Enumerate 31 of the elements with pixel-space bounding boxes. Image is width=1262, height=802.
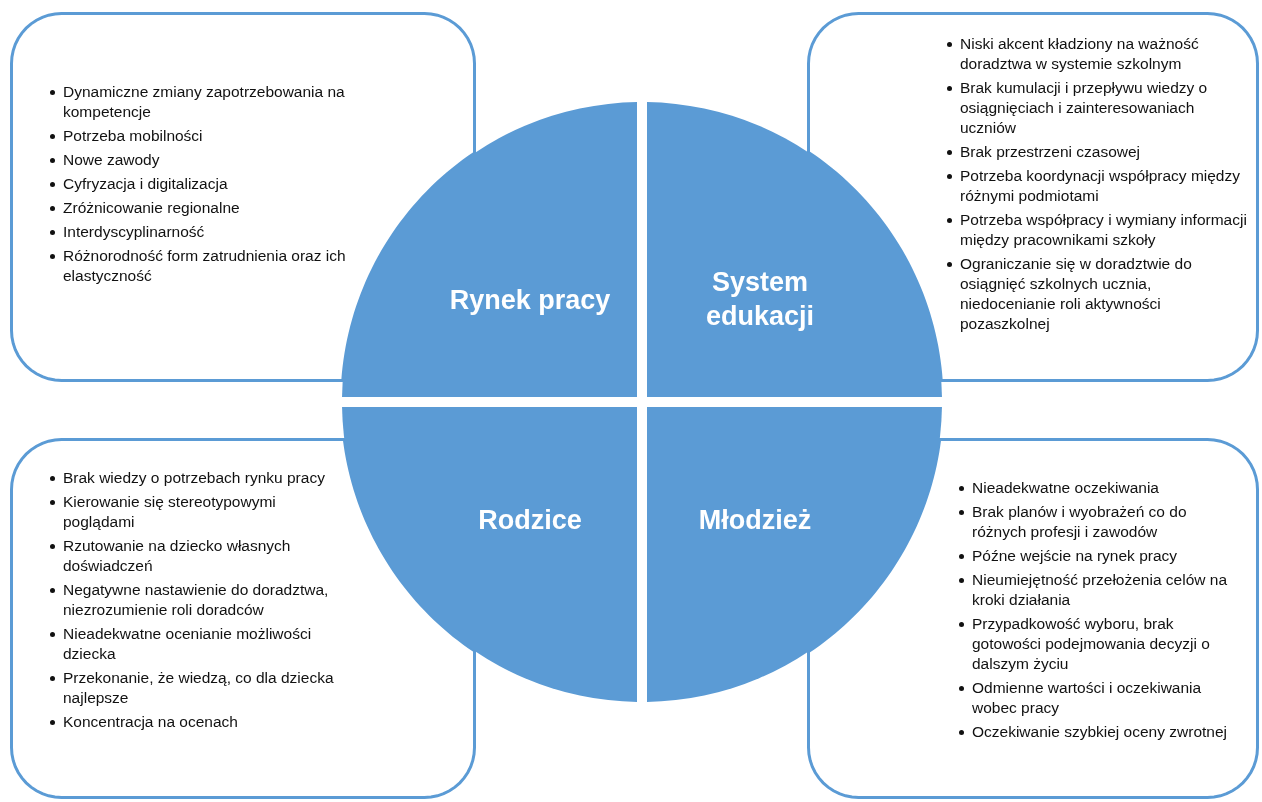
bullet-item: Rzutowanie na dziecko własnych doświadczeń [48,536,348,576]
segment-heading: System edukacji [704,266,816,333]
bullet-item: Dynamiczne zmiany zapotrzebowania na kompetencje [48,82,348,122]
bullet-item: Potrzeba współpracy i wymiany informacji między pracownikami szkoły [945,210,1250,250]
bullet-item: Oczekiwanie szybkiej oceny zwrotnej [957,722,1242,742]
bullet-item: Brak przestrzeni czasowej [945,142,1250,162]
segment-heading: Rynek pracy [448,284,612,317]
bullet-item: Późne wejście na rynek pracy [957,546,1242,566]
bullet-item: Przypadkowość wyboru, brak gotowości podejmowania decyzji o dalszym życiu [957,614,1242,674]
bullet-item: Niski akcent kładziony na ważność doradztwa w systemie szkolnym [945,34,1250,74]
bullet-item: Interdyscyplinarność [48,222,348,242]
segment-heading: Rodzice [477,504,583,537]
bullet-item: Potrzeba koordynacji współpracy między różnymi podmiotami [945,166,1250,206]
bullet-item: Nieadekwatne ocenianie możliwości dziecka [48,624,348,664]
bullet-item: Kierowanie się stereotypowymi poglądami [48,492,348,532]
bullet-item: Zróżnicowanie regionalne [48,198,348,218]
bullet-item: Nowe zawody [48,150,348,170]
bullet-item: Ograniczanie się w doradztwie do osiągnięć szkolnych ucznia, niedocenianie roli aktywności pozaszkolnej [945,254,1250,334]
bullet-item: Nieadekwatne oczekiwania [957,478,1242,498]
bullet-item: Brak kumulacji i przepływu wiedzy o osiągnięciach i zainteresowaniach uczniów [945,78,1250,138]
bullet-item: Przekonanie, że wiedzą, co dla dziecka najlepsze [48,668,348,708]
segment-heading: Młodzież [697,504,813,537]
bullet-item: Odmienne wartości i oczekiwania wobec pracy [957,678,1242,718]
bullet-item: Nieumiejętność przełożenia celów na kroki działania [957,570,1242,610]
bullet-item: Potrzeba mobilności [48,126,348,146]
bullet-item: Brak planów i wyobrażeń co do różnych profesji i zawodów [957,502,1242,542]
bullet-item: Różnorodność form zatrudnienia oraz ich elastyczność [48,246,348,286]
bullet-item: Negatywne nastawienie do doradztwa, niezrozumienie roli doradców [48,580,348,620]
bullet-item: Brak wiedzy o potrzebach rynku pracy [48,468,348,488]
bullet-item: Cyfryzacja i digitalizacja [48,174,348,194]
bullet-item: Koncentracja na ocenach [48,712,348,732]
